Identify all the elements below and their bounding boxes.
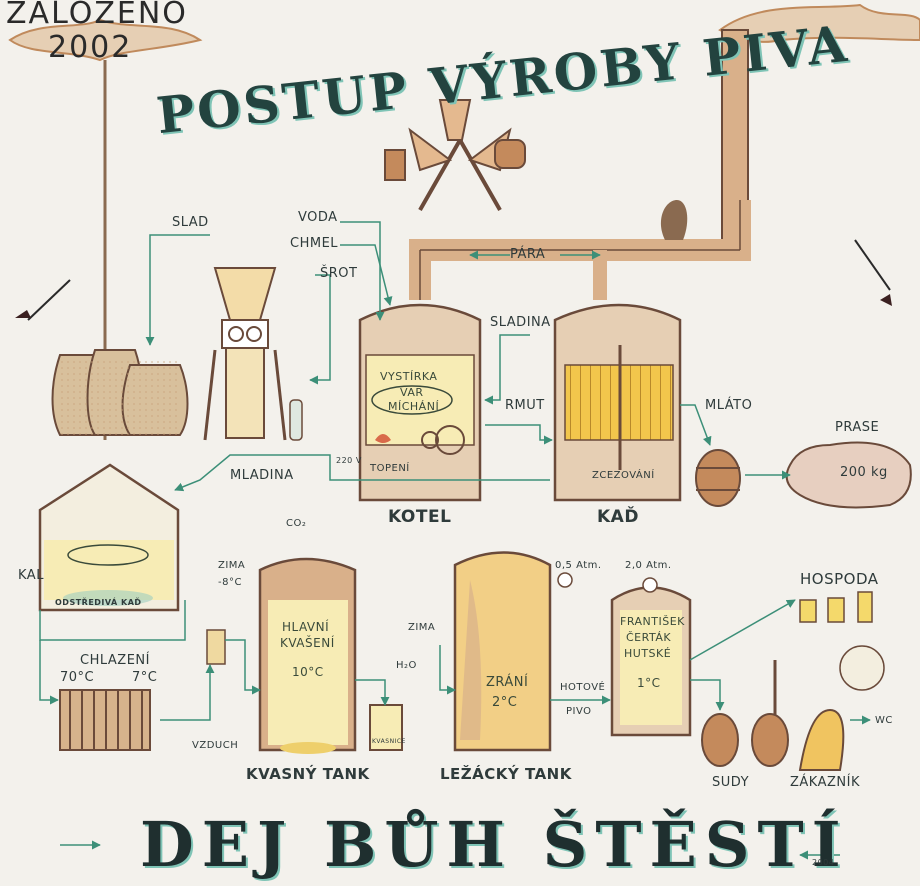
bright-beer-tank — [610, 577, 692, 737]
label-mladina: MLADINA — [230, 468, 294, 483]
label-srot: ŠROT — [320, 266, 358, 281]
finish-line3: HUTSKÉ — [624, 647, 672, 660]
eagle-icon — [660, 200, 688, 240]
bottle-icon — [289, 399, 303, 441]
label-chmel: CHMEL — [290, 236, 339, 251]
finish-pressure: 2,0 Atm. — [625, 560, 672, 571]
kotel-voltage: 220 V — [336, 456, 362, 465]
finish-line1: FRANTIŠEK — [620, 615, 685, 628]
label-prase-weight: 200 kg — [840, 465, 888, 480]
finish-line2: ČERTÁK — [626, 631, 672, 644]
kad-name: KAĎ — [597, 507, 639, 527]
kegs-icon — [701, 660, 789, 767]
kad-inner: ZCEZOVÁNÍ — [592, 470, 655, 481]
steam-pipe — [409, 200, 751, 300]
lagering-tank — [453, 551, 573, 752]
label-co2: CO₂ — [286, 518, 307, 529]
flame-icon — [375, 434, 391, 443]
label-chlazeni: CHLAZENÍ — [80, 653, 150, 668]
kotel-line3: MÍCHÁNÍ — [388, 400, 440, 413]
motto: DEJ BŮH ŠTĚSTÍ — [140, 808, 849, 881]
label-h2o: H₂O — [396, 660, 417, 671]
fermentation-tank-name: KVASNÝ TANK — [246, 765, 370, 783]
fermentation-tank — [258, 557, 403, 754]
flow-arrows — [39, 221, 871, 860]
malt-sacks-icon — [51, 349, 189, 436]
spent-grain-barrel-icon — [695, 449, 741, 507]
beer-mugs-icon — [799, 591, 873, 623]
signature-year: 2004 — [812, 858, 835, 867]
label-kvasnice: KVASNICE — [372, 738, 406, 745]
chimney-right — [718, 3, 920, 306]
lauter-tun-vessel — [553, 303, 682, 502]
label-pivo: PIVO — [566, 706, 592, 717]
kettle-vessel — [358, 303, 482, 502]
lagering-tank-name: LEŽÁCKÝ TANK — [440, 765, 572, 783]
label-para: PÁRA — [510, 247, 546, 262]
fermentation-temp: 10°C — [292, 665, 324, 679]
lagering-line1: ZRÁNÍ — [486, 675, 529, 690]
label-prase: PRASE — [835, 420, 880, 435]
pressure-gauge-icon — [557, 572, 573, 588]
founded-label: ZALOŽENO — [6, 0, 188, 31]
cooling-temp-from: 70°C — [60, 670, 95, 685]
kotel-line2: VAR — [400, 386, 424, 399]
label-zakaznik: ZÁKAZNÍK — [790, 775, 860, 790]
label-sudy: SUDY — [712, 775, 750, 790]
grain-mill-icon — [203, 267, 303, 441]
label-hotove: HOTOVÉ — [560, 682, 606, 693]
label-rmut: RMUT — [505, 398, 545, 413]
lagering-temp: 2°C — [492, 695, 518, 710]
fermentation-zima-temp: -8°C — [218, 577, 242, 588]
brewers-emblem-icon — [384, 99, 526, 211]
label-hospoda: HOSPODA — [800, 570, 879, 588]
finish-temp: 1°C — [637, 676, 661, 690]
lagering-zima: ZIMA — [408, 622, 436, 633]
kotel-line1: VYSTÍRKA — [380, 370, 438, 383]
pig-icon — [785, 441, 912, 509]
cooling-temp-to: 7°C — [132, 670, 158, 685]
label-sladina: SLADINA — [490, 315, 551, 330]
founded-year: 2002 — [48, 30, 133, 65]
decor-arrow-left-icon — [27, 279, 71, 321]
whirlpool-name: ODSTŘEDIVÁ KAĎ — [55, 598, 142, 607]
label-wc: WC — [875, 715, 893, 726]
label-voda: VODA — [298, 210, 338, 225]
customer-icon — [798, 645, 885, 771]
cooler-radiator-icon — [59, 629, 226, 751]
label-slad: SLAD — [172, 215, 209, 230]
label-vzduch: VZDUCH — [192, 740, 239, 751]
kotel-name: KOTEL — [388, 507, 452, 527]
label-mlato: MLÁTO — [705, 398, 753, 413]
lagering-pressure: 0,5 Atm. — [555, 560, 602, 571]
whirlpool-vessel — [38, 463, 180, 612]
kotel-heat: TOPENÍ — [370, 463, 410, 474]
air-filter-icon — [206, 629, 226, 665]
fermentation-zima: ZIMA — [218, 560, 246, 571]
fermentation-line2: KVAŠENÍ — [280, 636, 335, 650]
fermentation-line1: HLAVNÍ — [282, 620, 330, 634]
label-kal: KAL — [18, 568, 44, 583]
